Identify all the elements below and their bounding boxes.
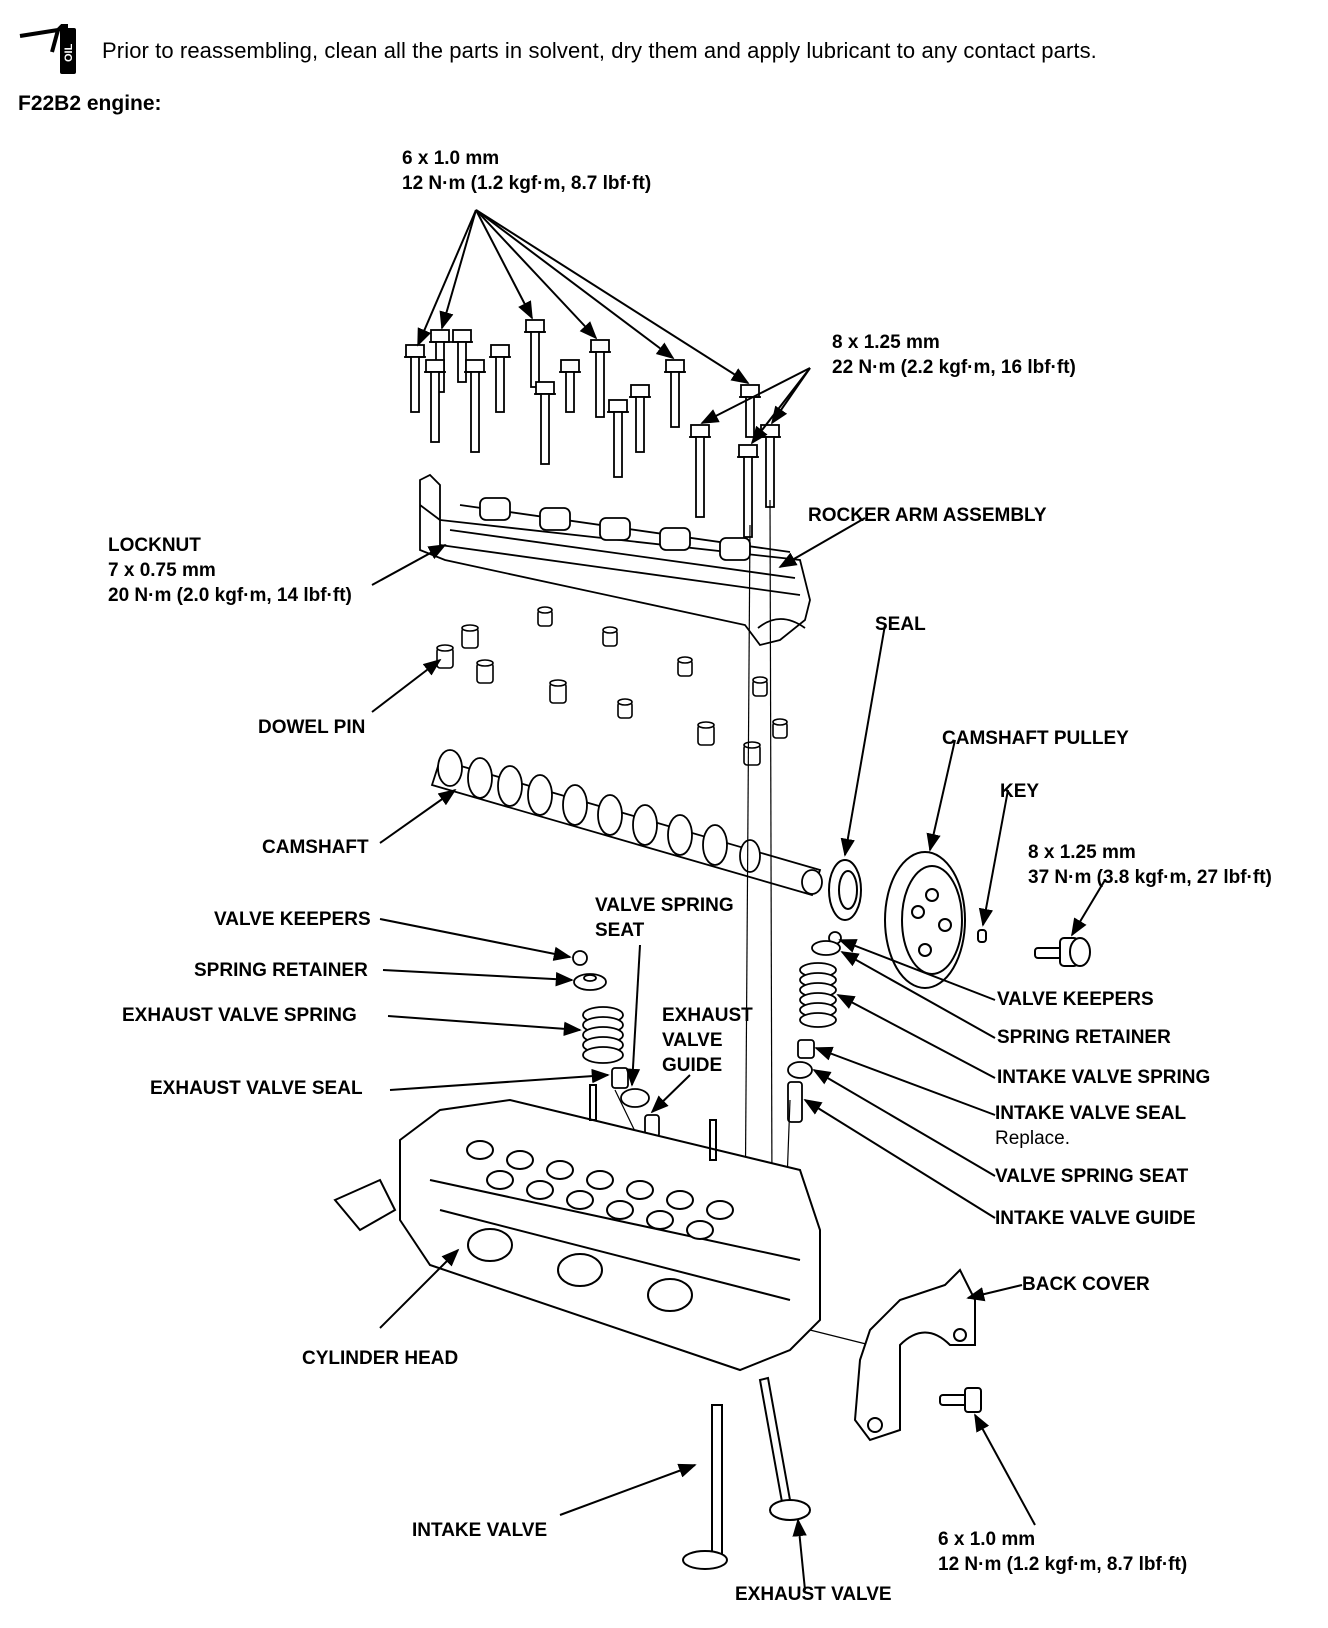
intake-valve-seal-label: INTAKE VALVE SEAL bbox=[995, 1103, 1187, 1124]
key-drawing bbox=[977, 929, 987, 943]
rocker-arm-assembly-label: ROCKER ARM ASSEMBLY bbox=[808, 505, 1047, 526]
bottom-bolt-torque: 12 N·m (1.2 kgf·m, 8.7 lbf·ft) bbox=[938, 1554, 1188, 1575]
locknut-spec: LOCKNUT 7 x 0.75 mm 20 N·m (2.0 kgf·m, 1… bbox=[108, 533, 352, 608]
spring-retainer-right-label: SPRING RETAINER bbox=[997, 1027, 1171, 1048]
back-cover-drawing bbox=[853, 1268, 976, 1442]
exhaust-valve-spring-label: EXHAUST VALVE SPRING bbox=[122, 1005, 357, 1026]
camshaft-pulley-drawing bbox=[884, 851, 966, 989]
camshaft-label: CAMSHAFT bbox=[262, 837, 369, 858]
intake-valve-seal-spec: INTAKE VALVE SEAL Replace. bbox=[995, 1101, 1186, 1151]
key-label: KEY bbox=[1000, 781, 1040, 802]
right-bolt-torque: 22 N·m (2.2 kgf·m, 16 lbf·ft) bbox=[832, 357, 1076, 378]
exhaust-valve-seal-label: EXHAUST VALVE SEAL bbox=[150, 1078, 363, 1099]
valve-keepers-right-label: VALVE KEEPERS bbox=[997, 989, 1154, 1010]
pulley-bolt-size: 8 x 1.25 mm bbox=[1028, 842, 1136, 863]
leader-lines bbox=[371, 209, 1106, 1591]
intake-valve-spring-label: INTAKE VALVE SPRING bbox=[997, 1067, 1211, 1088]
intake-valve-seal-note: Replace. bbox=[995, 1128, 1070, 1149]
oil-can-icon: OIL bbox=[18, 22, 98, 82]
seal-label: SEAL bbox=[875, 614, 926, 635]
pulley-bolt-spec: 8 x 1.25 mm 37 N·m (3.8 kgf·m, 27 lbf·ft… bbox=[1028, 840, 1272, 890]
exhaust-valve-label: EXHAUST VALVE bbox=[735, 1584, 892, 1605]
exhaust-valve-guide-label: EXHAUST VALVE GUIDE bbox=[662, 1003, 753, 1078]
engine-title: F22B2 engine: bbox=[18, 92, 162, 115]
spring-retainer-left-label: SPRING RETAINER bbox=[194, 960, 368, 981]
top-bolt-torque: 12 N·m (1.2 kgf·m, 8.7 lbf·ft) bbox=[402, 173, 652, 194]
locknut-size: 7 x 0.75 mm bbox=[108, 560, 216, 581]
pulley-bolt-torque: 37 N·m (3.8 kgf·m, 27 lbf·ft) bbox=[1028, 867, 1272, 888]
dowel-pins bbox=[436, 606, 788, 766]
cylinder-head-label: CYLINDER HEAD bbox=[302, 1348, 459, 1369]
right-bolt-size: 8 x 1.25 mm bbox=[832, 332, 940, 353]
camshaft-pulley-label: CAMSHAFT PULLEY bbox=[942, 728, 1129, 749]
right-valve-parts bbox=[787, 931, 842, 1123]
bottom-bolt-size: 6 x 1.0 mm bbox=[938, 1529, 1036, 1550]
back-cover-bolt-drawing bbox=[939, 1387, 982, 1413]
valve-spring-seat-left-label: VALVE SPRING SEAT bbox=[595, 893, 734, 943]
bottom-bolt-spec: 6 x 1.0 mm 12 N·m (1.2 kgf·m, 8.7 lbf·ft… bbox=[938, 1527, 1187, 1577]
intake-valve-drawing bbox=[682, 1404, 728, 1570]
valve-spring-seat-right-label: VALVE SPRING SEAT bbox=[995, 1166, 1189, 1187]
camshaft-drawing bbox=[430, 749, 823, 897]
locknut-label: LOCKNUT bbox=[108, 535, 201, 556]
valve-spring-seat-left-line2: SEAT bbox=[595, 920, 645, 941]
exhaust-valve-guide-line3: GUIDE bbox=[662, 1055, 723, 1076]
locknut-torque: 20 N·m (2.0 kgf·m, 14 lbf·ft) bbox=[108, 585, 352, 606]
dowel-pin-label: DOWEL PIN bbox=[258, 717, 366, 738]
exhaust-valve-drawing bbox=[758, 1376, 811, 1521]
cylinder-head-drawing bbox=[333, 1084, 821, 1372]
intake-valve-label: INTAKE VALVE bbox=[412, 1520, 548, 1541]
right-bolt-spec: 8 x 1.25 mm 22 N·m (2.2 kgf·m, 16 lbf·ft… bbox=[832, 330, 1076, 380]
intake-valve-guide-label: INTAKE VALVE GUIDE bbox=[995, 1208, 1196, 1229]
pulley-bolt-drawing bbox=[1034, 937, 1091, 967]
reassembly-note: Prior to reassembling, clean all the par… bbox=[102, 38, 1097, 63]
head-bolts bbox=[404, 319, 781, 538]
left-valve-parts bbox=[572, 950, 660, 1138]
valve-keepers-left-label: VALVE KEEPERS bbox=[214, 909, 371, 930]
seal-drawing bbox=[828, 859, 862, 921]
valve-spring-seat-left-line1: VALVE SPRING bbox=[595, 895, 734, 916]
oil-icon-label: OIL bbox=[63, 43, 75, 62]
back-cover-label: BACK COVER bbox=[1022, 1274, 1150, 1295]
top-bolt-size: 6 x 1.0 mm bbox=[402, 148, 500, 169]
exhaust-valve-guide-line2: VALVE bbox=[662, 1030, 723, 1051]
exhaust-valve-guide-line1: EXHAUST bbox=[662, 1005, 753, 1026]
top-bolt-spec: 6 x 1.0 mm 12 N·m (1.2 kgf·m, 8.7 lbf·ft… bbox=[402, 146, 651, 196]
